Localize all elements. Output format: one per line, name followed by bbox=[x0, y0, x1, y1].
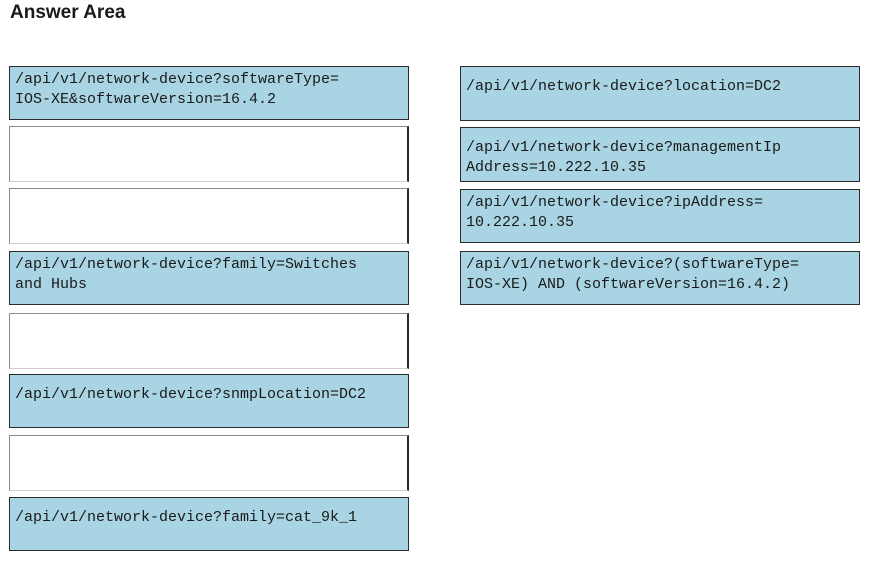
left-slot-6[interactable]: /api/v1/network-device?snmpLocation=DC2 bbox=[9, 374, 409, 428]
left-slot-1[interactable]: /api/v1/network-device?softwareType= IOS… bbox=[9, 66, 409, 120]
left-slot-3[interactable] bbox=[9, 188, 409, 244]
left-slot-5[interactable] bbox=[9, 313, 409, 369]
option-software-type-and-version[interactable]: /api/v1/network-device?(softwareType= IO… bbox=[460, 251, 860, 305]
left-slot-8[interactable]: /api/v1/network-device?family=cat_9k_1 bbox=[9, 497, 409, 551]
option-location-dc2[interactable]: /api/v1/network-device?location=DC2 bbox=[460, 66, 860, 121]
left-slot-2[interactable] bbox=[9, 126, 409, 182]
left-slot-4[interactable]: /api/v1/network-device?family=Switches a… bbox=[9, 251, 409, 305]
answer-area-title: Answer Area bbox=[10, 2, 126, 23]
option-management-ip[interactable]: /api/v1/network-device?managementIp Addr… bbox=[460, 127, 860, 182]
option-ip-address[interactable]: /api/v1/network-device?ipAddress= 10.222… bbox=[460, 189, 860, 243]
left-slot-7[interactable] bbox=[9, 435, 409, 491]
